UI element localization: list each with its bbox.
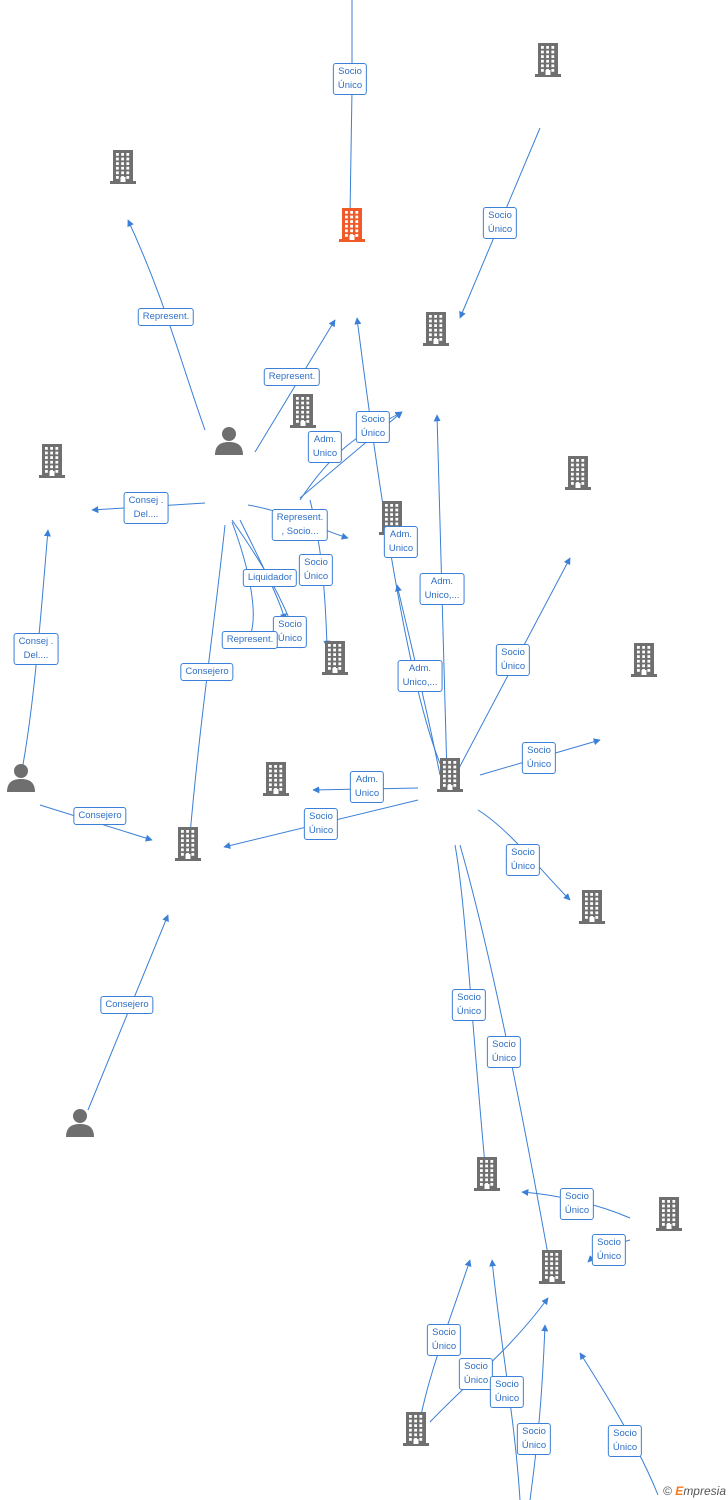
building-icon — [322, 641, 348, 675]
person-node-samper_garcia[interactable] — [6, 762, 36, 792]
person-icon — [7, 764, 35, 792]
edge-label-16[interactable]: Adm. Unico,... — [397, 660, 443, 692]
edge-25 — [459, 844, 552, 1261]
edge-label-7[interactable]: Represent. , Socio... — [271, 509, 329, 541]
edge-label-32[interactable]: Socio Único — [607, 1425, 643, 1457]
edge-label-30[interactable]: Socio Único — [489, 1376, 525, 1408]
edge-label-13[interactable]: Represent. — [221, 631, 279, 649]
edge-label-3[interactable]: Represent. — [263, 368, 321, 386]
company-node-desarrollo_las[interactable] — [402, 1412, 430, 1446]
edge-label-6[interactable]: Consej . Del.... — [123, 492, 169, 524]
company-node-desarrollo_majas[interactable] — [564, 456, 592, 490]
edge-label-14[interactable]: Consejero — [180, 663, 234, 681]
edge-label-2[interactable]: Represent. — [137, 308, 195, 326]
building-icon — [403, 1412, 429, 1446]
building-icon — [631, 643, 657, 677]
company-node-solmasol[interactable] — [262, 762, 290, 796]
edge-label-29[interactable]: Socio Único — [458, 1358, 494, 1390]
edge-label-0[interactable]: Socio Único — [332, 63, 368, 95]
edge-label-24[interactable]: Socio Único — [451, 989, 487, 1021]
edge-32 — [579, 1352, 659, 1496]
company-node-central_biomasa[interactable] — [321, 641, 349, 675]
edge-label-26[interactable]: Socio Único — [559, 1188, 595, 1220]
company-node-arapellet[interactable] — [109, 150, 137, 184]
building-icon — [656, 1197, 682, 1231]
company-node-valor[interactable] — [534, 43, 562, 77]
edge-label-15[interactable]: Consej . Del.... — [13, 633, 59, 665]
building-icon — [423, 312, 449, 346]
edge-label-10[interactable]: Liquidador — [242, 569, 298, 587]
edge-0 — [346, 0, 354, 216]
edge-16 — [354, 317, 446, 776]
edge-label-23[interactable]: Consejero — [100, 996, 154, 1014]
person-icon — [215, 427, 243, 455]
building-icon — [175, 827, 201, 861]
copyright-footer: © Empresia — [663, 1484, 726, 1498]
building-icon — [535, 43, 561, 77]
edge-2 — [127, 219, 206, 431]
edge-label-18[interactable]: Socio Único — [521, 742, 557, 774]
company-node-forestalia_gen2[interactable] — [289, 394, 317, 428]
edge-label-19[interactable]: Adm. Unico — [349, 771, 385, 803]
company-node-levitec[interactable] — [174, 827, 202, 861]
company-node-forestalia_gen[interactable] — [422, 312, 450, 346]
building-icon — [39, 444, 65, 478]
company-node-turolense[interactable] — [38, 444, 66, 478]
person-icon — [66, 1109, 94, 1137]
building-icon — [437, 758, 463, 792]
edge-label-17[interactable]: Socio Único — [495, 644, 531, 676]
building-icon — [539, 1250, 565, 1284]
edge-31 — [529, 1324, 549, 1500]
company-node-fernando_sol[interactable] — [436, 758, 464, 792]
edge-label-20[interactable]: Consejero — [73, 807, 127, 825]
edge-3 — [254, 319, 336, 453]
edge-label-8[interactable]: Adm. Unico — [383, 526, 419, 558]
edge-label-21[interactable]: Socio Único — [303, 808, 339, 840]
edge-label-1[interactable]: Socio Único — [482, 207, 518, 239]
edge-label-5[interactable]: Socio Único — [355, 411, 391, 443]
copyright-symbol: © — [663, 1484, 672, 1498]
edge-label-27[interactable]: Socio Único — [591, 1234, 627, 1266]
building-icon — [263, 762, 289, 796]
company-node-boalar[interactable] — [578, 890, 606, 924]
edge-label-12[interactable]: Socio Único — [272, 616, 308, 648]
edge-label-4[interactable]: Adm. Unico — [307, 431, 343, 463]
person-node-samper_rivas[interactable] — [214, 425, 244, 455]
building-icon — [579, 890, 605, 924]
company-node-eolica_sostenible[interactable] — [538, 1250, 566, 1284]
edge-5 — [299, 411, 403, 501]
edge-label-28[interactable]: Socio Único — [426, 1324, 462, 1356]
brand-name: mpresia — [683, 1484, 726, 1498]
company-node-nearco[interactable] — [655, 1197, 683, 1231]
edge-label-11[interactable]: Adm. Unico,... — [419, 573, 465, 605]
edge-label-9[interactable]: Socio Único — [298, 554, 334, 586]
edge-24 — [454, 844, 488, 1166]
building-icon — [565, 456, 591, 490]
company-node-desarrollo_muga[interactable] — [473, 1157, 501, 1191]
building-icon — [339, 208, 365, 242]
edge-label-31[interactable]: Socio Único — [516, 1423, 552, 1455]
company-node-fuentes[interactable] — [338, 208, 366, 242]
brand-first-letter: E — [675, 1484, 684, 1498]
building-icon — [110, 150, 136, 184]
company-node-desarrollos_agro[interactable] — [630, 643, 658, 677]
building-icon — [474, 1157, 500, 1191]
edge-label-22[interactable]: Socio Único — [505, 844, 541, 876]
building-icon — [290, 394, 316, 428]
edge-label-25[interactable]: Socio Único — [486, 1036, 522, 1068]
person-node-perez[interactable] — [65, 1107, 95, 1137]
